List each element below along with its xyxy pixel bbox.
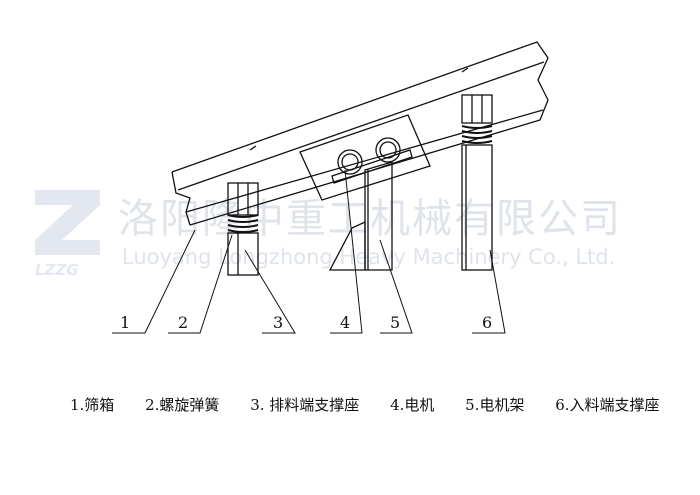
svg-text:LZZG: LZZG [35, 261, 79, 279]
legend: 1.筛箱 2.螺旋弹簧 3. 排料端支撑座 4.电机 5.电机架 6.入料端支撑… [70, 394, 686, 415]
legend-item: 1.筛箱 [70, 396, 115, 414]
logo-icon: LZZG [35, 190, 100, 279]
discharge-support [227, 182, 259, 276]
legend-item: 4.电机 [390, 396, 435, 414]
callout-3: 3 [273, 313, 284, 332]
callout-2: 2 [178, 313, 189, 332]
legend-item: 5.电机架 [465, 396, 525, 414]
motor [331, 137, 413, 184]
callout-5: 5 [390, 313, 401, 332]
legend-item: 6.入料端支撑座 [555, 396, 660, 414]
motor-frame [328, 161, 393, 271]
watermark-company-cn: 洛阳隆中重工机械有限公司 [118, 196, 622, 242]
legend-item: 3. 排料端支撑座 [250, 396, 360, 414]
leader-lines [112, 169, 506, 334]
legend-item: 2.螺旋弹簧 [145, 396, 220, 414]
feed-support [461, 94, 493, 271]
callout-1: 1 [120, 313, 131, 332]
callout-4: 4 [340, 313, 351, 332]
callout-6: 6 [482, 313, 493, 332]
